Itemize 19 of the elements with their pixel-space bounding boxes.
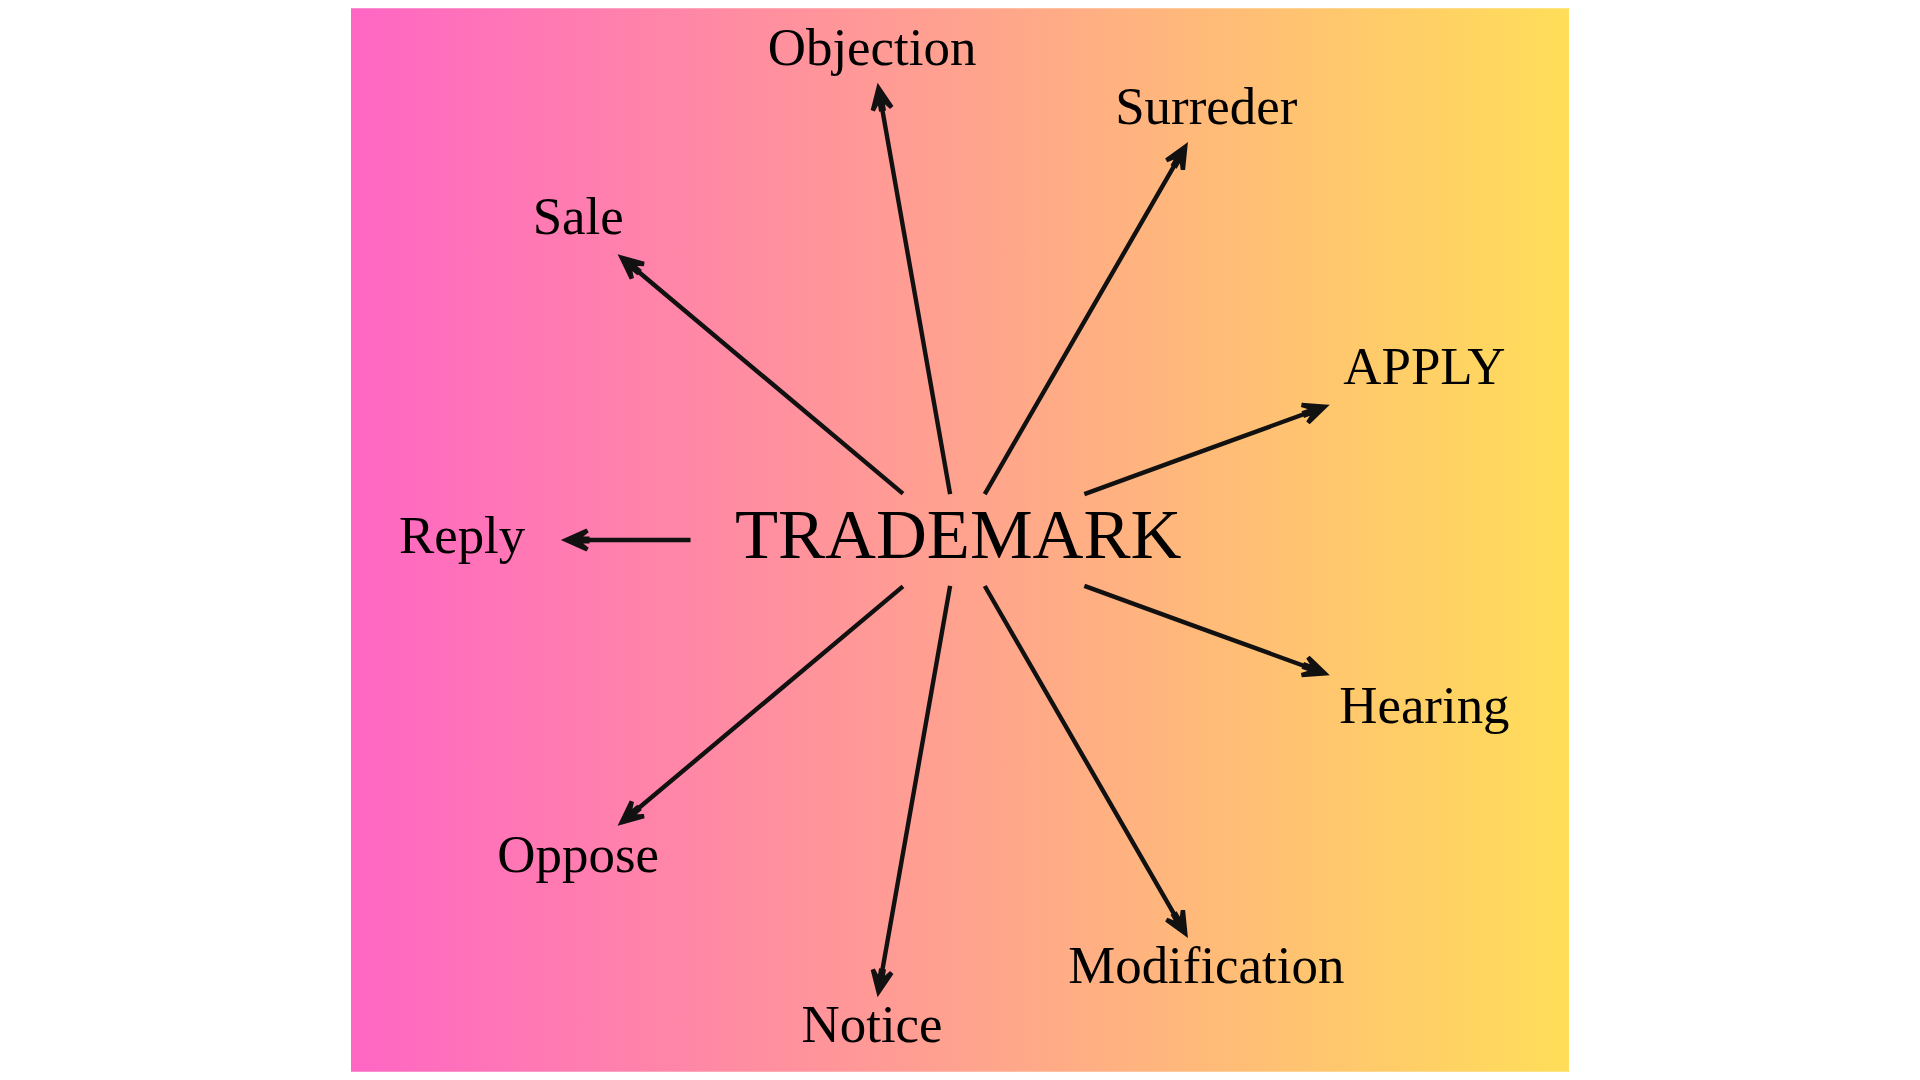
arrow	[1083, 583, 1327, 678]
node-text: APPLY	[1343, 336, 1506, 395]
node-text: Hearing	[1339, 675, 1510, 734]
node-text: Reply	[398, 506, 526, 565]
node-text: Notice	[801, 994, 943, 1053]
arrow	[982, 584, 1188, 936]
node-text: Modification	[1068, 935, 1345, 994]
node-text: Surreder	[1115, 76, 1298, 135]
node-text: Objection	[767, 17, 977, 76]
node-text: TRADEMARK	[734, 494, 1182, 573]
arrow	[870, 585, 953, 995]
arrow	[1083, 402, 1327, 497]
arrow	[619, 255, 905, 496]
arrow	[982, 144, 1188, 496]
arrow	[564, 528, 691, 552]
arrow	[870, 85, 953, 495]
arrow	[619, 584, 905, 825]
node-text: Oppose	[497, 825, 659, 884]
node-text: Sale	[532, 187, 624, 246]
